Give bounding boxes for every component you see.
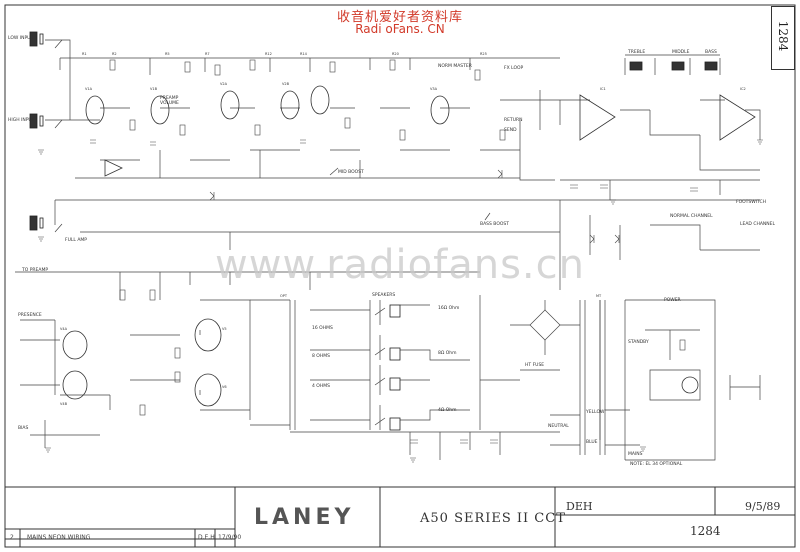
label-middle: MIDDLE [672,50,690,55]
label-volume: VOLUME [160,101,179,106]
label-speakers: SPEAKERS [372,293,396,298]
svg-text:V6: V6 [222,385,227,389]
label-to-preamp: TO PREAMP [22,268,49,273]
drawing-title: A50 SERIES II CCT [420,511,566,526]
revision-initials: D.E.H [198,534,215,541]
jacks [29,31,718,431]
label-bass: BASS [705,50,717,55]
label-bias: BIAS [18,426,29,431]
svg-text:V5: V5 [222,327,227,331]
svg-text:V3A: V3A [430,87,438,91]
revision-number: 2 [10,534,14,541]
label-normal-channel: NORMAL CHANNEL [670,214,713,219]
power-valves [62,318,699,407]
revision-date: 17/9/90 [218,534,242,541]
switches [54,39,491,426]
svg-text:R12: R12 [265,52,272,56]
label-8-ohms: 8 OHMS [312,354,330,359]
drawing-frame [4,4,796,548]
watermark-url: www.radiofans.cn [215,242,585,288]
brand-logo: LANEY [254,505,355,530]
label-footswitch: FOOTSWITCH [736,200,767,205]
svg-text:R5: R5 [165,52,170,56]
drawn-by: DEH [566,500,593,513]
svg-text:V4A: V4A [60,327,68,331]
label-mid-boost: MID BOOST [338,170,364,175]
svg-text:V1A: V1A [85,87,93,91]
svg-text:R25: R25 [480,52,487,56]
drawing-date: 9/5/89 [745,500,781,513]
svg-text:IC2: IC2 [740,87,746,91]
drawing-number: 1284 [690,524,721,538]
svg-text:R7: R7 [205,52,210,56]
label-lead-channel: LEAD CHANNEL [740,222,776,227]
svg-text:V2B: V2B [282,82,290,86]
label-mains: MAINS [628,452,643,457]
label-treble: TREBLE [628,50,646,55]
label-preamp: PREAMP [160,96,179,101]
label-16-ohms: 16 OHMS [312,326,333,331]
svg-text:R2: R2 [112,52,117,56]
svg-text:V2A: V2A [220,82,228,86]
components [90,59,698,444]
label-fx-loop: FX LOOP [504,66,524,71]
op-amps [104,94,756,177]
svg-text:R1: R1 [82,52,87,56]
label-4-ohms: 4 OHMS [312,384,330,389]
label-speaker-8: 8Ω Ohm [438,351,457,356]
label-standby: STANDBY [628,340,649,345]
svg-text:MT: MT [596,294,602,298]
label-return: RETURN [504,118,523,123]
label-note: NOTE: EL 34 OPTIONAL [630,462,683,467]
svg-text:V1B: V1B [150,87,158,91]
revision-description: MAINS NEON WIRING [27,534,91,541]
label-full-amp: FULL AMP [65,238,88,243]
watermark-site: Radi oFans. CN [355,22,445,36]
label-ht-fuse: HT FUSE [525,363,545,368]
preamp-valves [85,85,450,125]
label-power: POWER [664,298,681,303]
label-speaker-16: 16Ω Ohm [438,306,460,311]
label-norm-master: NORM MASTER [438,64,472,69]
sheet-number-box: 1284 [771,6,795,70]
svg-text:R20: R20 [392,52,399,56]
label-blue: BLUE [586,440,598,445]
svg-text:OPT: OPT [280,294,288,298]
svg-text:R14: R14 [300,52,308,56]
ground-symbols [38,139,763,463]
svg-text:V4B: V4B [60,402,68,406]
label-high-input: HIGH INPUT [8,118,35,123]
svg-text:IC1: IC1 [600,87,606,91]
label-speaker-4: 4Ω Ohm [438,408,457,413]
label-bass-boost: BASS BOOST [480,222,510,227]
label-yellow: YELLOW [586,410,605,415]
label-low-input: LOW INPUT [8,36,34,41]
label-presence: PRESENCE [18,313,42,318]
label-send: SEND [504,128,517,133]
label-neutral: NEUTRAL [548,424,569,429]
watermark-chinese: 收音机爱好者资料库 [336,10,463,25]
